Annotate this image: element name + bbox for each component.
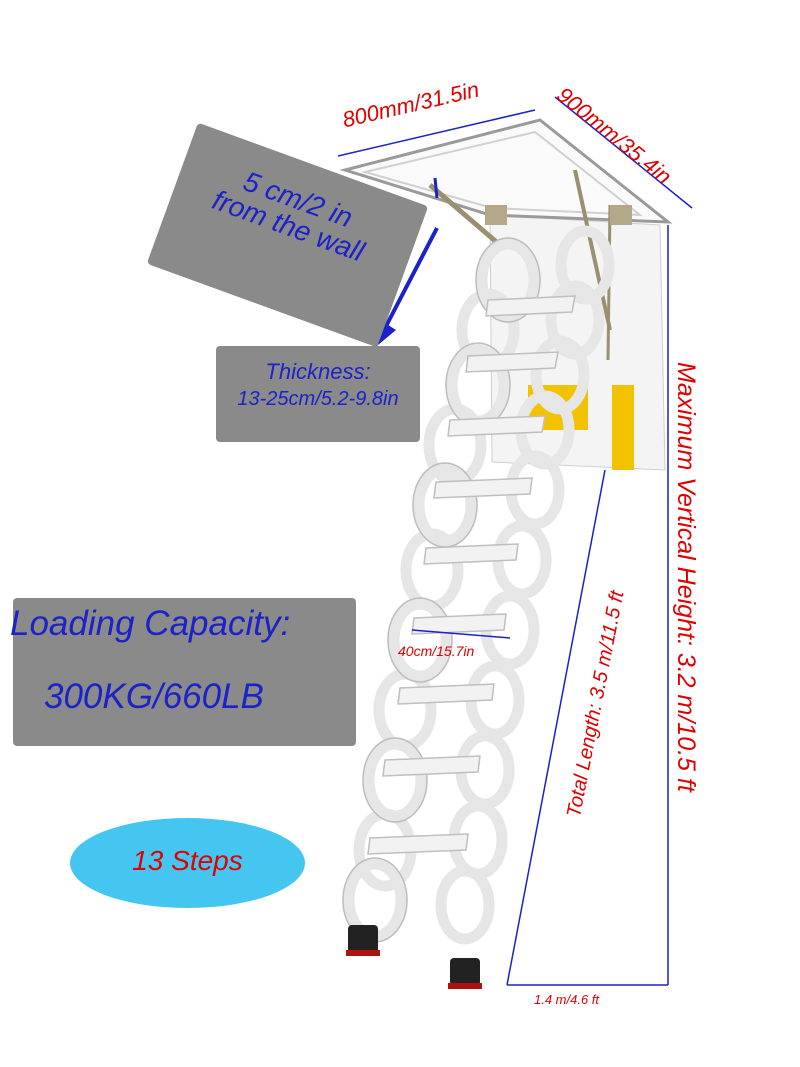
loading-capacity-value: 300KG/660LB [44, 677, 264, 716]
step-width-label: 40cm/15.7in [398, 643, 475, 659]
loading-capacity-title: Loading Capacity: [10, 604, 291, 643]
thickness-value: 13-25cm/5.2-9.8in [237, 388, 399, 410]
thickness-title: Thickness: [265, 359, 371, 384]
steps-badge [70, 818, 305, 908]
max-height-label: Maximum Vertical Height: 3.2 m/10.5 ft [672, 362, 700, 792]
base-distance-label: 1.4 m/4.6 ft [534, 992, 600, 1007]
arrow-icon [381, 227, 439, 333]
dimension-line-total [506, 469, 606, 986]
dimension-line-step [411, 629, 511, 639]
loading-box [13, 598, 356, 746]
ladder-feet [348, 925, 480, 986]
ladder-steps [367, 295, 576, 855]
warning-label [612, 385, 634, 470]
thickness-box [216, 346, 420, 442]
steps-label: 13 Steps [132, 845, 243, 876]
dimension-line-width [337, 109, 536, 157]
hatch-lid-frame [339, 118, 673, 224]
dimension-line-length [554, 96, 693, 209]
